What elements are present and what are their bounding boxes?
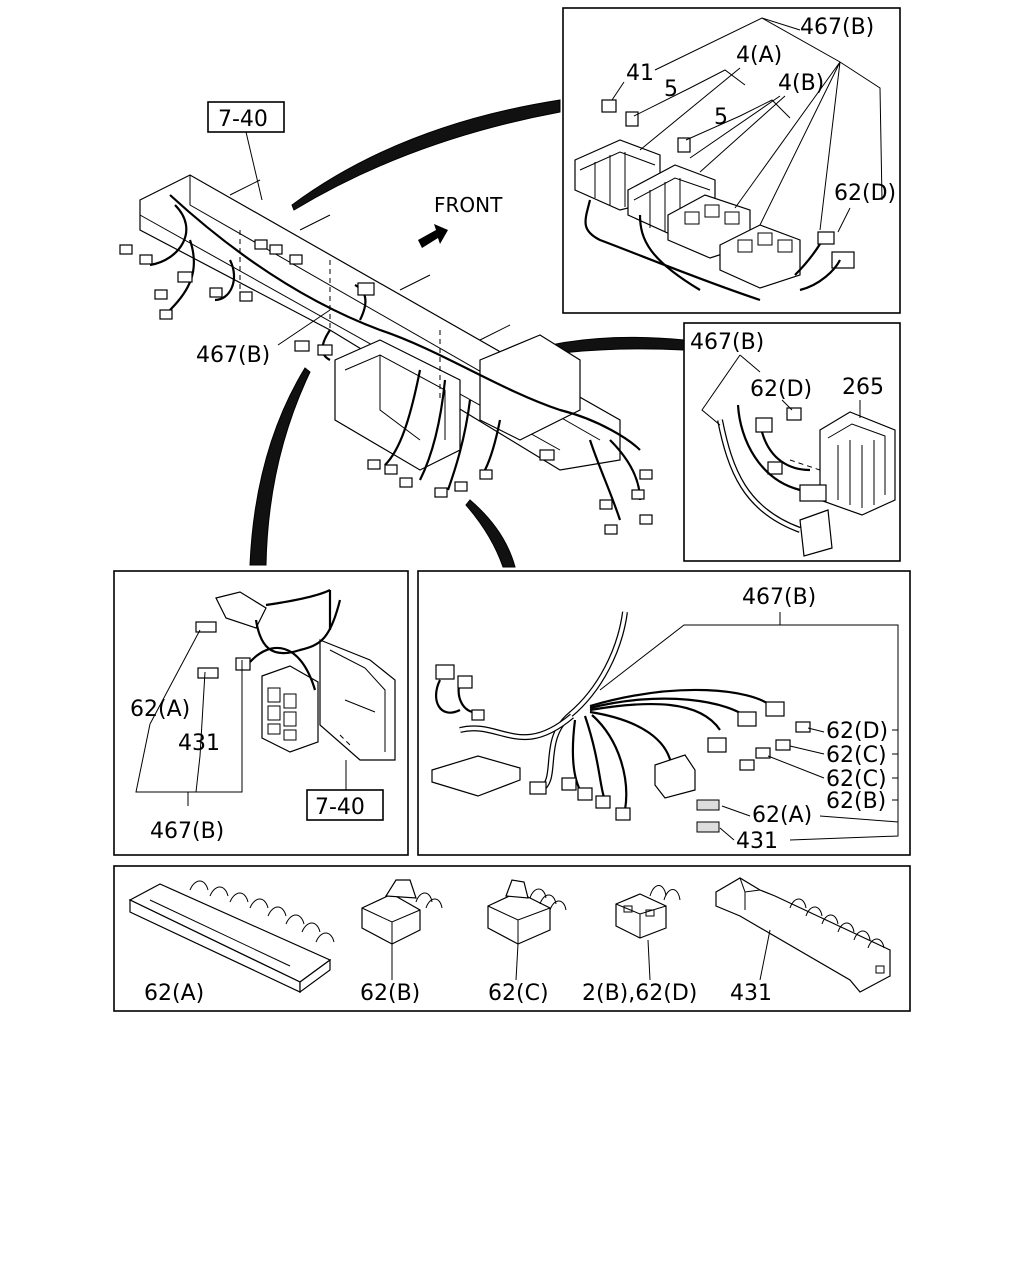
legend-part-62b <box>361 879 443 945</box>
inset-frame-connector-265 <box>683 322 901 562</box>
legend-part-431 <box>715 877 891 993</box>
main-467b-label: 467(B) <box>196 343 270 368</box>
inset1-5b-label: 5 <box>714 105 728 130</box>
inset-connector-265-parts <box>717 404 896 557</box>
inset3-431-label: 431 <box>178 731 220 756</box>
inset3-leader-lines <box>135 629 347 806</box>
inset1-467b-label: 467(B) <box>800 15 874 40</box>
legend-2b-62d-label: 2(B),62(D) <box>582 981 697 1006</box>
inset-fuse-box-parts <box>574 99 855 302</box>
legend-62a-label: 62(A) <box>144 981 204 1006</box>
inset1-4b-label: 4(B) <box>778 71 824 96</box>
callout-swooshes <box>249 99 685 568</box>
inset3-62a-label: 62(A) <box>130 697 190 722</box>
inset1-62d-label: 62(D) <box>834 181 896 206</box>
inset3-ref-7-40: 7-40 <box>315 795 365 820</box>
inset4-62c2-label: 62(C) <box>826 767 887 792</box>
inset4-leader-lines <box>599 612 899 841</box>
inset2-467b-label: 467(B) <box>690 330 764 355</box>
inset4-62d-label: 62(D) <box>826 719 888 744</box>
ref-7-40-main: 7-40 <box>218 107 268 132</box>
legend-62b-label: 62(B) <box>360 981 420 1006</box>
main-dashboard-assembly <box>119 174 653 535</box>
inset-frame-center-harness <box>417 570 911 856</box>
inset3-467b-label: 467(B) <box>150 819 224 844</box>
inset4-62a-label: 62(A) <box>752 803 812 828</box>
front-label: FRONT <box>434 193 503 217</box>
legend-431-label: 431 <box>730 981 772 1006</box>
inset1-leader-lines <box>611 17 883 233</box>
inset4-467b-label: 467(B) <box>742 585 816 610</box>
inset4-62c1-label: 62(C) <box>826 743 887 768</box>
inset2-265-label: 265 <box>842 375 884 400</box>
inset1-4a-label: 4(A) <box>736 43 782 68</box>
inset1-5a-label: 5 <box>664 77 678 102</box>
inset-frame-left-harness <box>113 570 409 856</box>
inset4-62b-label: 62(B) <box>826 789 886 814</box>
inset-frame-legend <box>113 865 911 1012</box>
inset2-leader-lines <box>701 354 861 426</box>
inset1-41-label: 41 <box>626 61 654 86</box>
front-arrow-icon <box>418 224 448 248</box>
legend-part-2b-62d <box>615 885 681 939</box>
ref-box-7-40-inset <box>306 789 384 821</box>
inset-center-harness-parts <box>431 611 811 833</box>
inset4-431-label: 431 <box>736 829 778 854</box>
inset2-62d-label: 62(D) <box>750 377 812 402</box>
legend-part-62a <box>128 880 335 994</box>
legend-part-62c <box>487 879 567 945</box>
legend-62c-label: 62(C) <box>488 981 549 1006</box>
inset-frame-fuse-box <box>562 7 901 314</box>
inset-left-harness-parts <box>195 589 396 761</box>
